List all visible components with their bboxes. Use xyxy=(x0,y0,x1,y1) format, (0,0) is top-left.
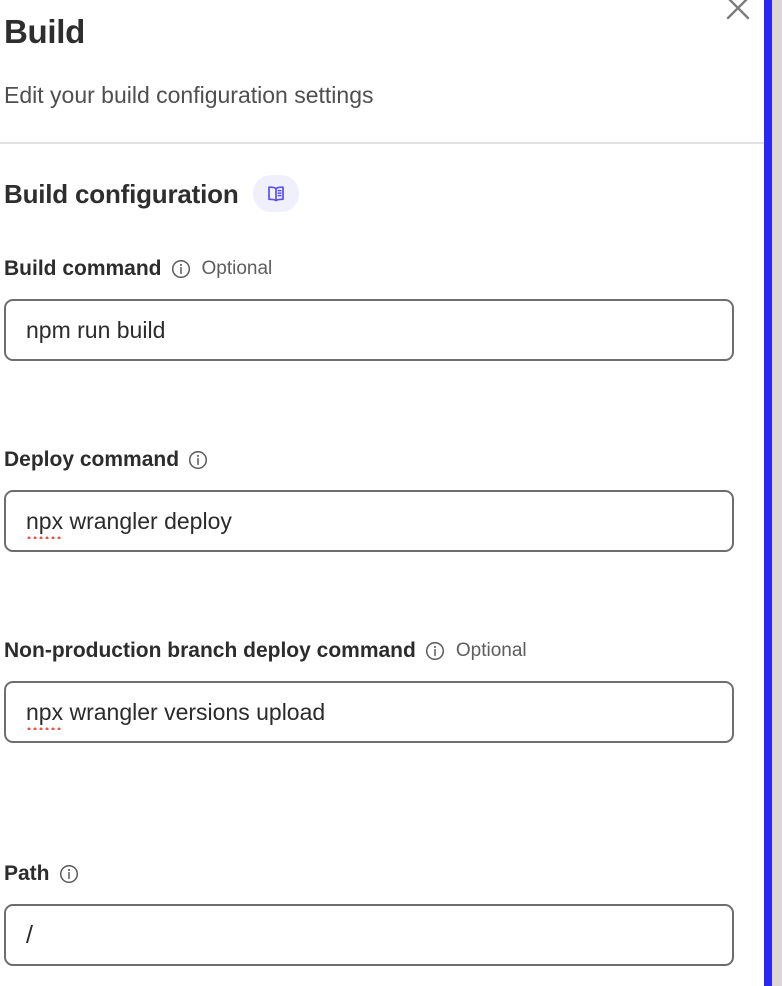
build-command-input[interactable]: npm run build xyxy=(4,299,734,361)
field-label-row: Deploy command xyxy=(4,446,734,474)
page-title: Build xyxy=(4,13,85,50)
vertical-scrollbar[interactable] xyxy=(764,0,782,986)
info-icon[interactable] xyxy=(425,641,445,661)
field-deploy-command: Deploy command npx wrangler deploy xyxy=(4,446,734,552)
section-title: Build configuration xyxy=(4,178,239,209)
deploy-command-input[interactable]: npx wrangler deploy xyxy=(4,490,734,552)
optional-tag: Optional xyxy=(201,258,273,279)
close-icon[interactable] xyxy=(716,0,760,30)
field-label: Build command xyxy=(4,257,162,280)
input-value: npx wrangler versions upload xyxy=(26,699,326,730)
field-label-row: Path xyxy=(4,860,734,888)
build-settings-panel: Build Edit your build configuration sett… xyxy=(0,0,764,966)
input-value: npm run build xyxy=(26,317,166,343)
book-icon[interactable] xyxy=(252,175,299,212)
field-non-production-branch-deploy-command: Non-production branch deploy command Opt… xyxy=(4,637,734,743)
field-label: Deploy command xyxy=(4,448,180,471)
misspelled-token: npx xyxy=(26,508,64,539)
field-build-command: Build command Optional npm run build xyxy=(4,255,734,361)
non-production-branch-deploy-command-input[interactable]: npx wrangler versions upload xyxy=(4,681,734,743)
field-label: Path xyxy=(4,862,50,885)
panel-header: Build Edit your build configuration sett… xyxy=(0,0,764,144)
field-label-row: Build command Optional xyxy=(4,255,734,283)
page-subtitle: Edit your build configuration settings xyxy=(4,82,374,108)
info-icon[interactable] xyxy=(188,450,208,470)
info-icon[interactable] xyxy=(171,259,191,279)
path-input[interactable]: / xyxy=(4,904,734,966)
misspelled-token: npx xyxy=(26,699,64,730)
field-label-row: Non-production branch deploy command Opt… xyxy=(4,637,734,665)
vertical-scrollbar-thumb[interactable] xyxy=(764,0,772,986)
field-label: Non-production branch deploy command xyxy=(4,639,416,662)
input-value: / xyxy=(26,921,33,949)
optional-tag: Optional xyxy=(455,640,527,661)
build-configuration-heading-row: Build configuration xyxy=(4,175,299,212)
input-value: npx wrangler deploy xyxy=(26,508,232,539)
field-path: Path / xyxy=(4,860,734,966)
info-icon[interactable] xyxy=(59,864,79,884)
